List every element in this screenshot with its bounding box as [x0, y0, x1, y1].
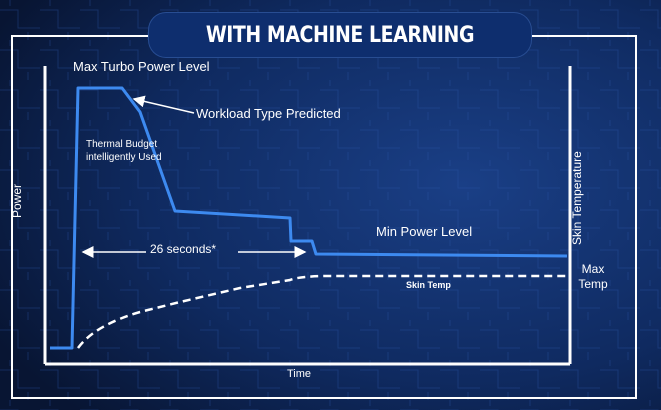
- max-temp-label: Max Temp: [578, 262, 608, 291]
- banner-title: WITH MACHINE LEARNING: [205, 22, 475, 48]
- y-axis-left-label: Power: [10, 183, 24, 218]
- duration-label: 26 seconds*: [150, 242, 217, 256]
- skin-temp-label: Skin Temp: [406, 280, 451, 290]
- max-turbo-label: Max Turbo Power Level: [73, 59, 210, 74]
- power-curve: [50, 86, 568, 350]
- title-banner: WITH MACHINE LEARNING: [148, 12, 532, 58]
- axes: [43, 66, 572, 366]
- frame-border: [11, 35, 637, 399]
- skin-temp-curve: [76, 274, 567, 349]
- workload-label: Workload Type Predicted: [196, 106, 341, 121]
- y-axis-right-label: Skin Temperature: [570, 151, 584, 245]
- min-power-label: Min Power Level: [376, 224, 473, 239]
- x-axis-label: Time: [287, 368, 312, 380]
- workload-arrow: [132, 95, 195, 114]
- thermal-budget-label: Thermal Budget intelligently Used: [86, 139, 162, 163]
